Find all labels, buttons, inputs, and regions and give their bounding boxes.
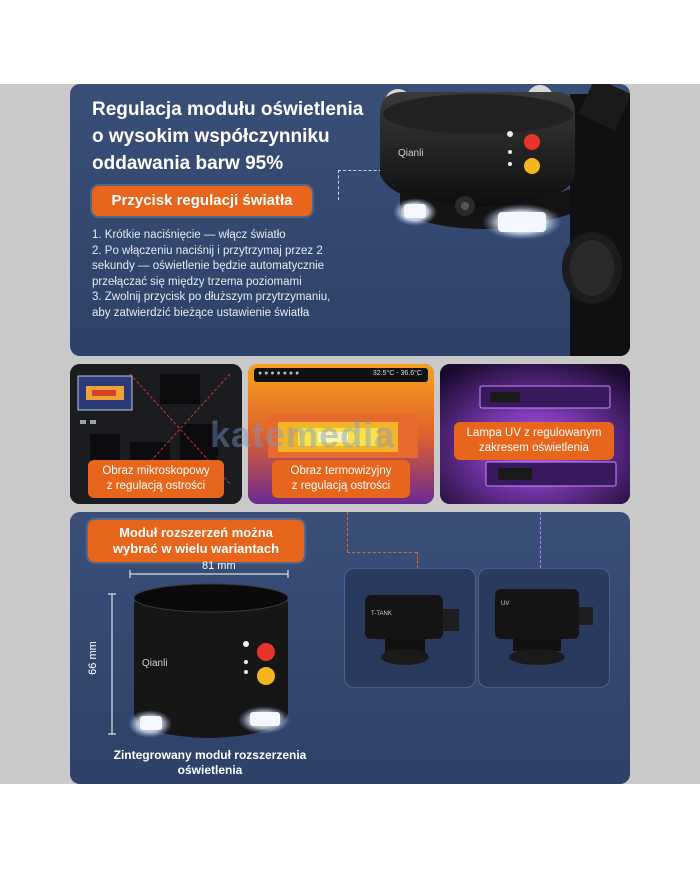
product-image: Regulacja modułu oświetlenia o wysokim w… [0,84,700,784]
red-button-bottom [257,643,275,661]
headline: Regulacja modułu oświetlenia o wysokim w… [92,99,364,174]
uv-view: Lampa UV z regulowanym zakresem oświetle… [440,364,630,504]
uv-variant-card: UV [478,568,610,688]
extension-module-illustration: Qianli [108,570,290,738]
height-dimension: 66 mm [86,641,99,675]
red-button [524,134,540,150]
instruction-2: 2. Po włączeniu naciśnij i przytrzymaj p… [92,244,325,288]
svg-text:UV: UV [501,601,509,607]
instructions: 1. Krótkie naciśnięcie — włącz światło 2… [92,228,340,321]
microscope-view: Obraz mikroskopowy z regulacją ostrości [70,364,242,504]
instruction-3: 3. Zwolnij przycisk po dłuższym przytrzy… [92,291,331,319]
microscope-label: Obraz mikroskopowy z regulacją ostrości [88,460,224,498]
thermal-variant-card: T-TANK [344,568,476,688]
extension-title-badge: Moduł rozszerzeń można wybrać w wielu wa… [88,520,304,562]
watermark: katemedia [210,414,396,455]
lighting-panel: Regulacja modułu oświetlenia o wysokim w… [70,84,630,356]
svg-text:T-TANK: T-TANK [371,611,392,617]
brand-logo: Qianli [398,148,424,159]
thermal-module-illustration: T-TANK [365,595,459,665]
module-caption: Zintegrowany moduł rozszerzenia oświetle… [113,748,307,777]
thermal-view: ● ● ● ● ● ● ● 32.5°C - 36.6°C Obraz term… [248,364,434,504]
connector-thermal-h [347,552,417,553]
thermal-range: 32.5°C - 36.6°C [372,370,422,377]
uv-module-illustration: UV [495,589,593,665]
thermal-status-bar: ● ● ● ● ● ● ● 32.5°C - 36.6°C [254,368,428,382]
width-dimension: 81 mm [202,560,236,572]
button-title-badge: Przycisk regulacji światła [92,186,312,216]
yellow-button [524,158,540,174]
light-module-illustration: Qianli [380,84,630,356]
connector-uv [540,512,541,568]
thermal-label: Obraz termowizyjny z regulacją ostrości [272,460,410,498]
connector-thermal [347,512,348,552]
callout-line-vertical [338,170,339,200]
yellow-button-bottom [257,667,275,685]
instruction-1: 1. Krótkie naciśnięcie — włącz światło [92,229,286,241]
uv-label: Lampa UV z regulowanym zakresem oświetle… [454,422,614,460]
connector-thermal-v [417,552,418,568]
brand-logo-bottom: Qianli [142,658,168,669]
